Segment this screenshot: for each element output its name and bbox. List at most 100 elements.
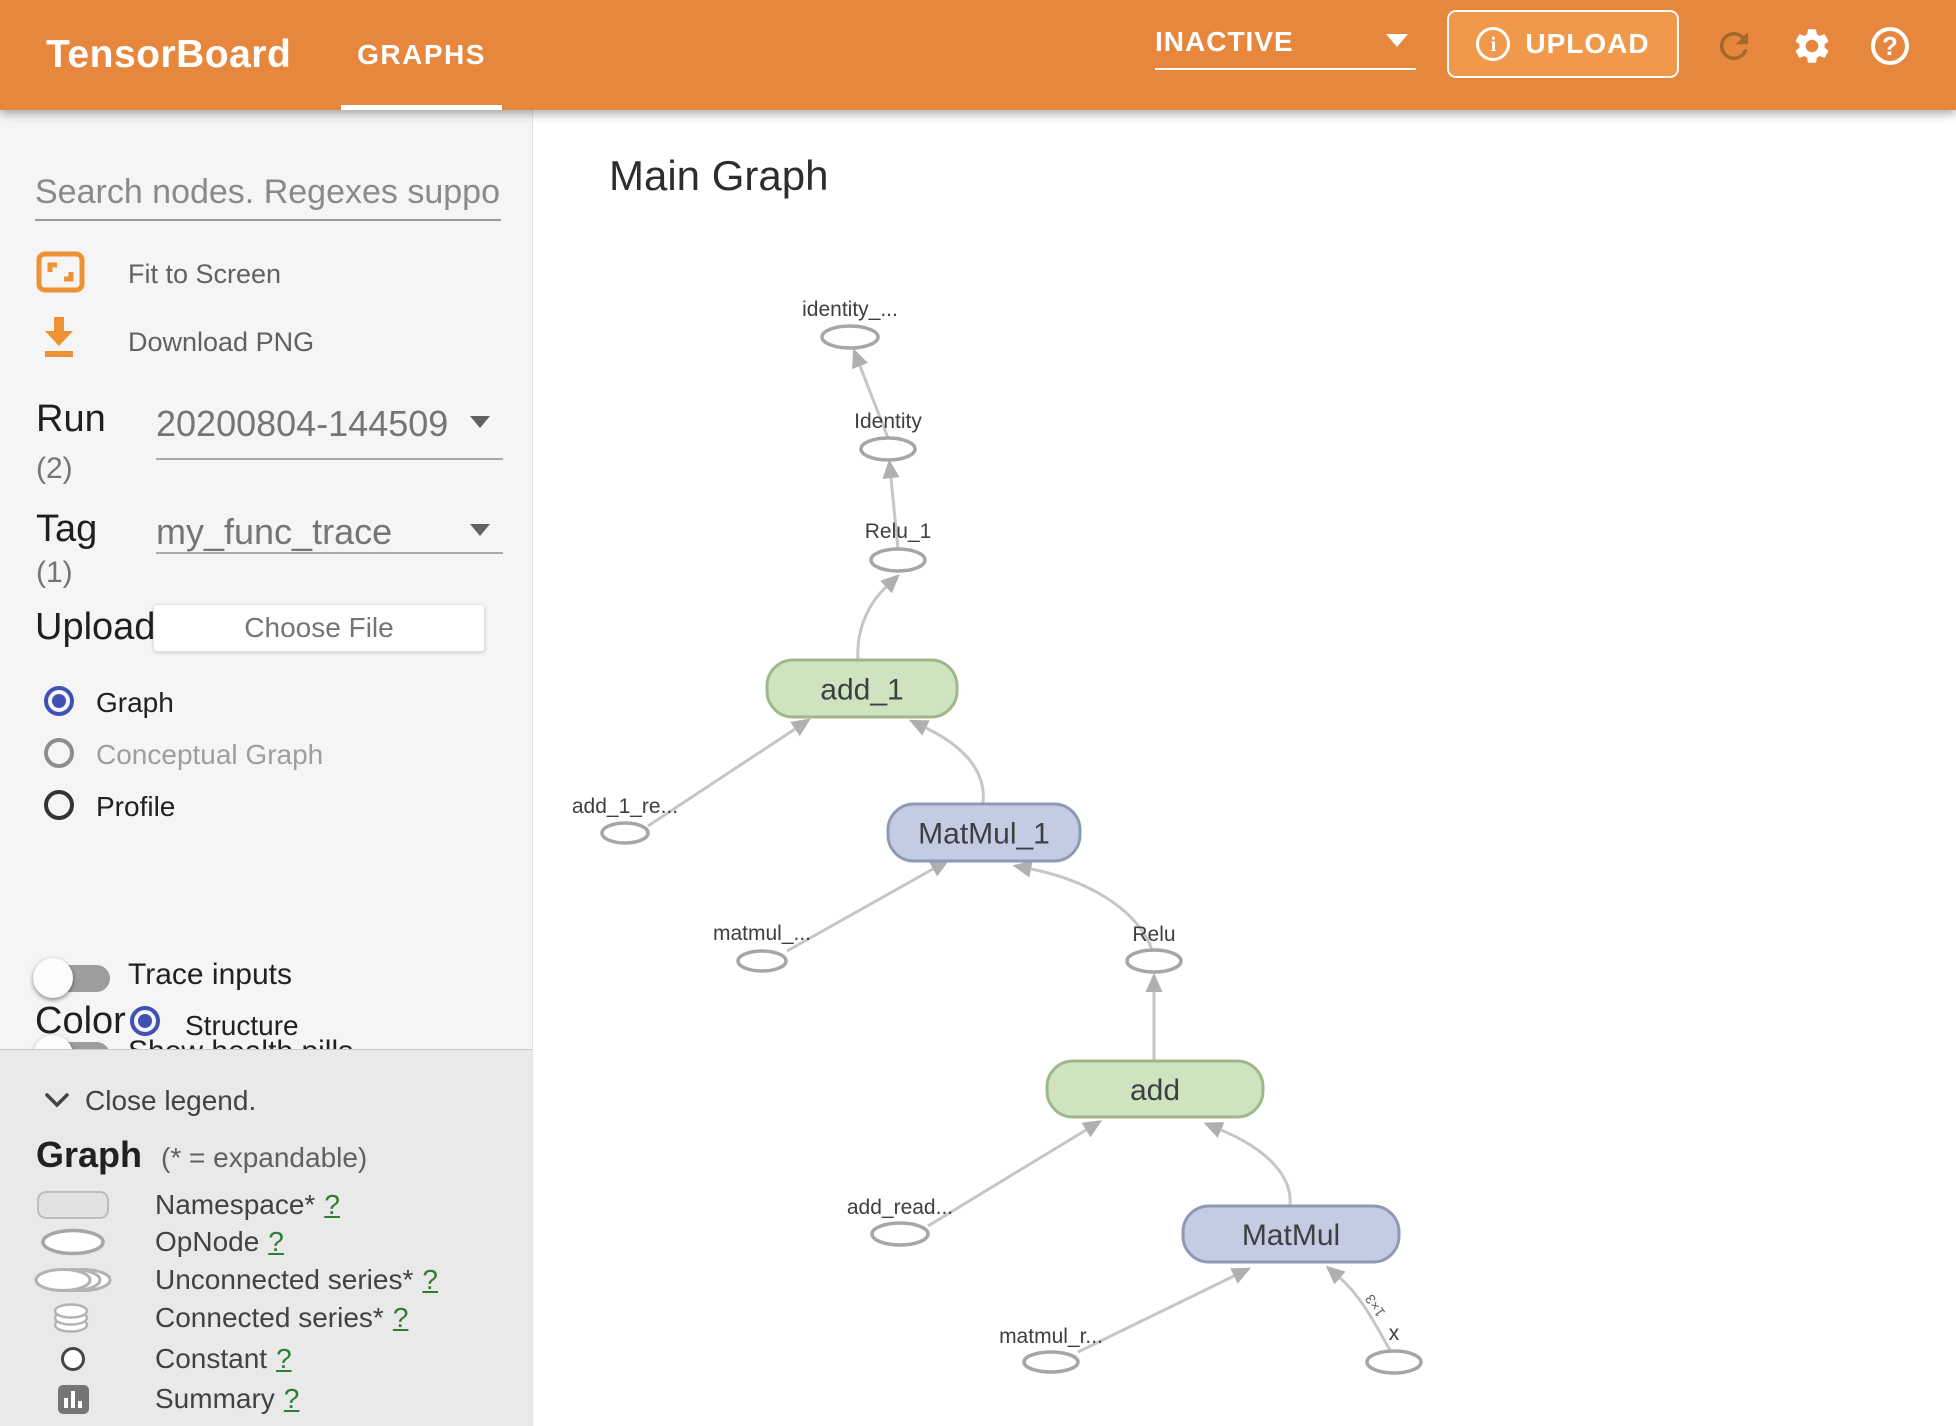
graph-node-add_read[interactable]: add_read... (847, 1196, 953, 1247)
graph-edge-arrow-icon (928, 859, 950, 877)
legend-label: Unconnected series* (155, 1264, 414, 1295)
graph-node-label: Identity (854, 410, 922, 433)
help-link[interactable]: ? (422, 1264, 438, 1295)
legend-panel: Close legend. Graph (* = expandable) Nam… (0, 1049, 532, 1426)
graph-edge (786, 867, 934, 953)
legend-label: OpNode (155, 1226, 260, 1257)
legend-item-constant: Constant? (0, 1339, 532, 1379)
trace-inputs-label: Trace inputs (128, 958, 292, 991)
legend-item-opnode: OpNode? (0, 1222, 532, 1262)
main-graph-title: Main Graph (609, 152, 829, 199)
graph-edge-arrow-icon (790, 718, 811, 737)
graph-node-label: add (1130, 1074, 1180, 1107)
help-button[interactable]: ? (1868, 24, 1912, 68)
choose-file-button[interactable]: Choose File (153, 604, 485, 652)
graph-node-label: add_1_re... (572, 795, 678, 818)
color-radio-structure[interactable]: Structure (86, 1002, 618, 1046)
status-dropdown-value: INACTIVE (1155, 26, 1294, 57)
fit-to-screen-button[interactable]: Fit to Screen (0, 251, 532, 307)
run-count: (2) (36, 452, 73, 485)
legend-item-namespace: Namespace*? (0, 1185, 532, 1225)
upload-button[interactable]: i UPLOAD (1447, 10, 1679, 78)
graph-edge (647, 727, 796, 828)
graph-edge-arrow-icon (1012, 860, 1033, 878)
gear-icon (1795, 29, 1829, 63)
help-link[interactable]: ? (276, 1343, 292, 1374)
view-radio-conceptual-graph[interactable]: Conceptual Graph (0, 734, 532, 778)
radio-selected-icon (44, 686, 74, 716)
tag-select-caret-icon[interactable] (470, 524, 490, 536)
graph-node-identity_[interactable]: identity_... (802, 298, 898, 350)
status-dropdown[interactable]: INACTIVE (1155, 26, 1416, 72)
graph-edge (1220, 1128, 1292, 1206)
graph-node-add_1_re[interactable]: add_1_re... (572, 795, 678, 845)
radio-unselected-icon (44, 790, 74, 820)
trace-inputs-toggle[interactable]: Trace inputs (0, 952, 532, 1004)
graph-node-add[interactable]: add (1045, 1059, 1265, 1119)
tag-select[interactable]: my_func_trace (156, 511, 393, 552)
close-legend-button[interactable]: Close legend. (0, 1082, 532, 1122)
graph-edge-label: 1×3 (1361, 1291, 1388, 1320)
graph-node-matmul_[interactable]: matmul_... (713, 922, 811, 973)
view-radio-graph[interactable]: Graph (0, 682, 532, 726)
download-png-button[interactable]: Download PNG (0, 315, 532, 371)
fit-to-screen-label: Fit to Screen (128, 259, 282, 289)
namespace-icon (33, 1185, 113, 1225)
refresh-button[interactable] (1712, 24, 1756, 68)
upload-label: Upload (35, 606, 156, 648)
settings-button[interactable] (1790, 24, 1834, 68)
opnode-icon (33, 1222, 113, 1262)
help-link[interactable]: ? (324, 1189, 340, 1220)
radio-selected-icon (130, 1006, 160, 1036)
help-link[interactable]: ? (392, 1302, 409, 1333)
legend-label: Namespace* (155, 1189, 316, 1220)
graph-node-label: Relu_1 (865, 520, 932, 543)
legend-item-unconnected-series: Unconnected series*? (0, 1260, 532, 1300)
close-legend-label: Close legend. (85, 1085, 257, 1116)
graph-edge (1077, 1274, 1235, 1354)
view-radio-profile[interactable]: Profile (0, 786, 532, 830)
connected-series-icon (33, 1298, 113, 1338)
graph-edge-arrow-icon (882, 459, 900, 479)
view-radio-graph-label: Graph (96, 687, 174, 718)
refresh-icon (1720, 32, 1748, 60)
info-icon: i (1476, 27, 1511, 61)
graph-edge-arrow-icon (852, 348, 868, 370)
run-select-caret-icon[interactable] (470, 416, 490, 428)
graph-edge-arrow-icon (1203, 1122, 1225, 1138)
graph-node-label: add_read... (847, 1196, 953, 1219)
help-link[interactable]: ? (283, 1383, 300, 1414)
graph-node-matmul_r[interactable]: matmul_r... (999, 1325, 1103, 1374)
unconnected-series-icon (33, 1260, 113, 1300)
legend-label: Connected series* (155, 1302, 384, 1333)
graph-edge (927, 1128, 1087, 1228)
legend-label: Summary (155, 1383, 275, 1414)
graph-node-add_1[interactable]: add_1 (765, 658, 959, 719)
status-dropdown-underline (1155, 68, 1416, 70)
graph-node-Relu_1[interactable]: Relu_1 (865, 520, 932, 573)
download-png-label: Download PNG (128, 327, 315, 357)
run-select[interactable]: 20200804-144509 (156, 403, 449, 444)
graph-edge (858, 365, 890, 439)
color-label: Color (35, 1000, 126, 1042)
graph-edge (925, 726, 985, 804)
radio-unselected-icon (44, 738, 74, 768)
graph-node-label: x (1389, 1322, 1400, 1345)
tag-select-underline (156, 552, 503, 554)
graph-edge (1339, 1276, 1392, 1351)
graph-node-Relu[interactable]: Relu (1125, 923, 1183, 974)
search-input[interactable] (35, 165, 501, 221)
tab-graphs[interactable]: GRAPHS (357, 39, 486, 70)
graph-edge (856, 585, 888, 661)
graph-edge-arrow-icon (1325, 1265, 1346, 1285)
help-link[interactable]: ? (268, 1226, 284, 1257)
graph-node-MatMul[interactable]: MatMul (1181, 1204, 1401, 1264)
run-label: Run (36, 398, 106, 440)
upload-button-label: UPLOAD (1525, 28, 1650, 59)
graph-node-x[interactable]: x (1365, 1322, 1423, 1375)
graph-node-MatMul_1[interactable]: MatMul_1 (886, 802, 1082, 863)
graph-node-Identity[interactable]: Identity (854, 410, 922, 462)
toggle-knob (33, 958, 73, 998)
